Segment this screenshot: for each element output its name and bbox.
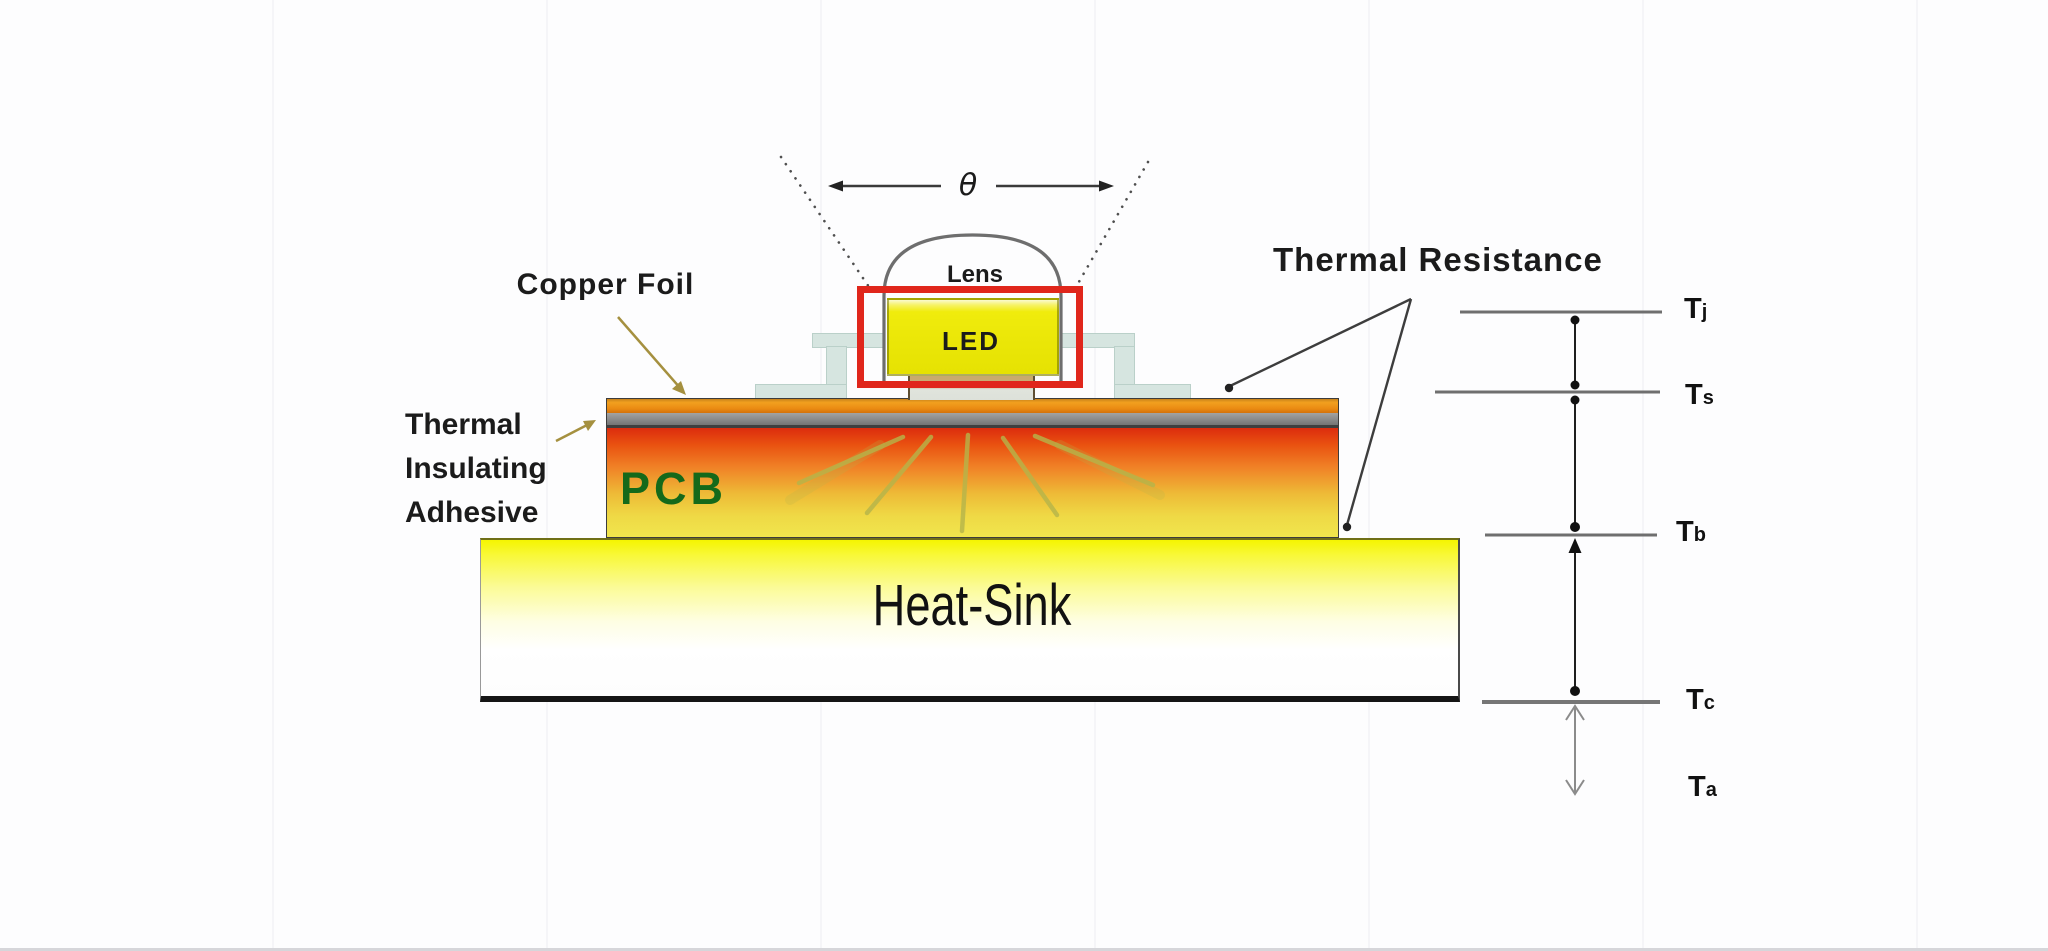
board-temperature-label: Tb (1676, 516, 1706, 549)
copper-foil-pointer-arrow (617, 316, 686, 395)
ta-sub: a (1705, 779, 1717, 801)
heat-sink-label: Heat-Sink (872, 573, 1072, 638)
pcb-body (607, 428, 1338, 538)
lead-frame-left-foot (755, 384, 847, 399)
case-temperature-label: Tc (1686, 684, 1715, 717)
thermal-insulating-adhesive-label: Thermal Insulating Adhesive (405, 403, 547, 535)
adhesive-label-line2: Insulating (405, 452, 547, 485)
tc-sub: c (1703, 692, 1715, 714)
beam-angle-theta-symbol: θ (958, 168, 978, 203)
ambient-temperature-label: Ta (1688, 771, 1717, 804)
ts-sub: s (1702, 387, 1714, 409)
ta-main: T (1688, 771, 1706, 803)
junction-temperature-label: Tj (1684, 293, 1707, 326)
thermal-resistance-label: Thermal Resistance (1273, 241, 1603, 278)
led-label: LED (942, 326, 1000, 356)
lead-frame-right-vertical (1114, 346, 1135, 388)
tj-main: T (1684, 293, 1702, 325)
lead-frame-left-vertical (826, 346, 847, 388)
thermal-insulating-adhesive-layer (607, 413, 1338, 428)
lens-label: Lens (946, 261, 1003, 288)
copper-foil-label: Copper Foil (516, 268, 695, 301)
pcb-label: PCB (620, 463, 728, 514)
lead-frame-right-foot (1114, 384, 1191, 399)
copper-foil-layer (607, 399, 1338, 413)
tb-main: T (1676, 516, 1694, 548)
adhesive-pointer-arrow (555, 420, 596, 443)
ambient-double-arrow (1565, 704, 1585, 796)
adhesive-label-line1: Thermal (405, 408, 522, 441)
screenshot-bottom-edge-line (0, 948, 2048, 951)
adhesive-label-line3: Adhesive (405, 496, 539, 529)
solder-point-temperature-label: Ts (1685, 379, 1714, 412)
ts-main: T (1685, 379, 1703, 411)
tb-sub: b (1693, 524, 1706, 546)
heat-sink-block (480, 538, 1460, 702)
tj-sub: j (1701, 301, 1708, 323)
thermal-scale-lines (1435, 310, 1662, 796)
tc-main: T (1686, 684, 1704, 716)
